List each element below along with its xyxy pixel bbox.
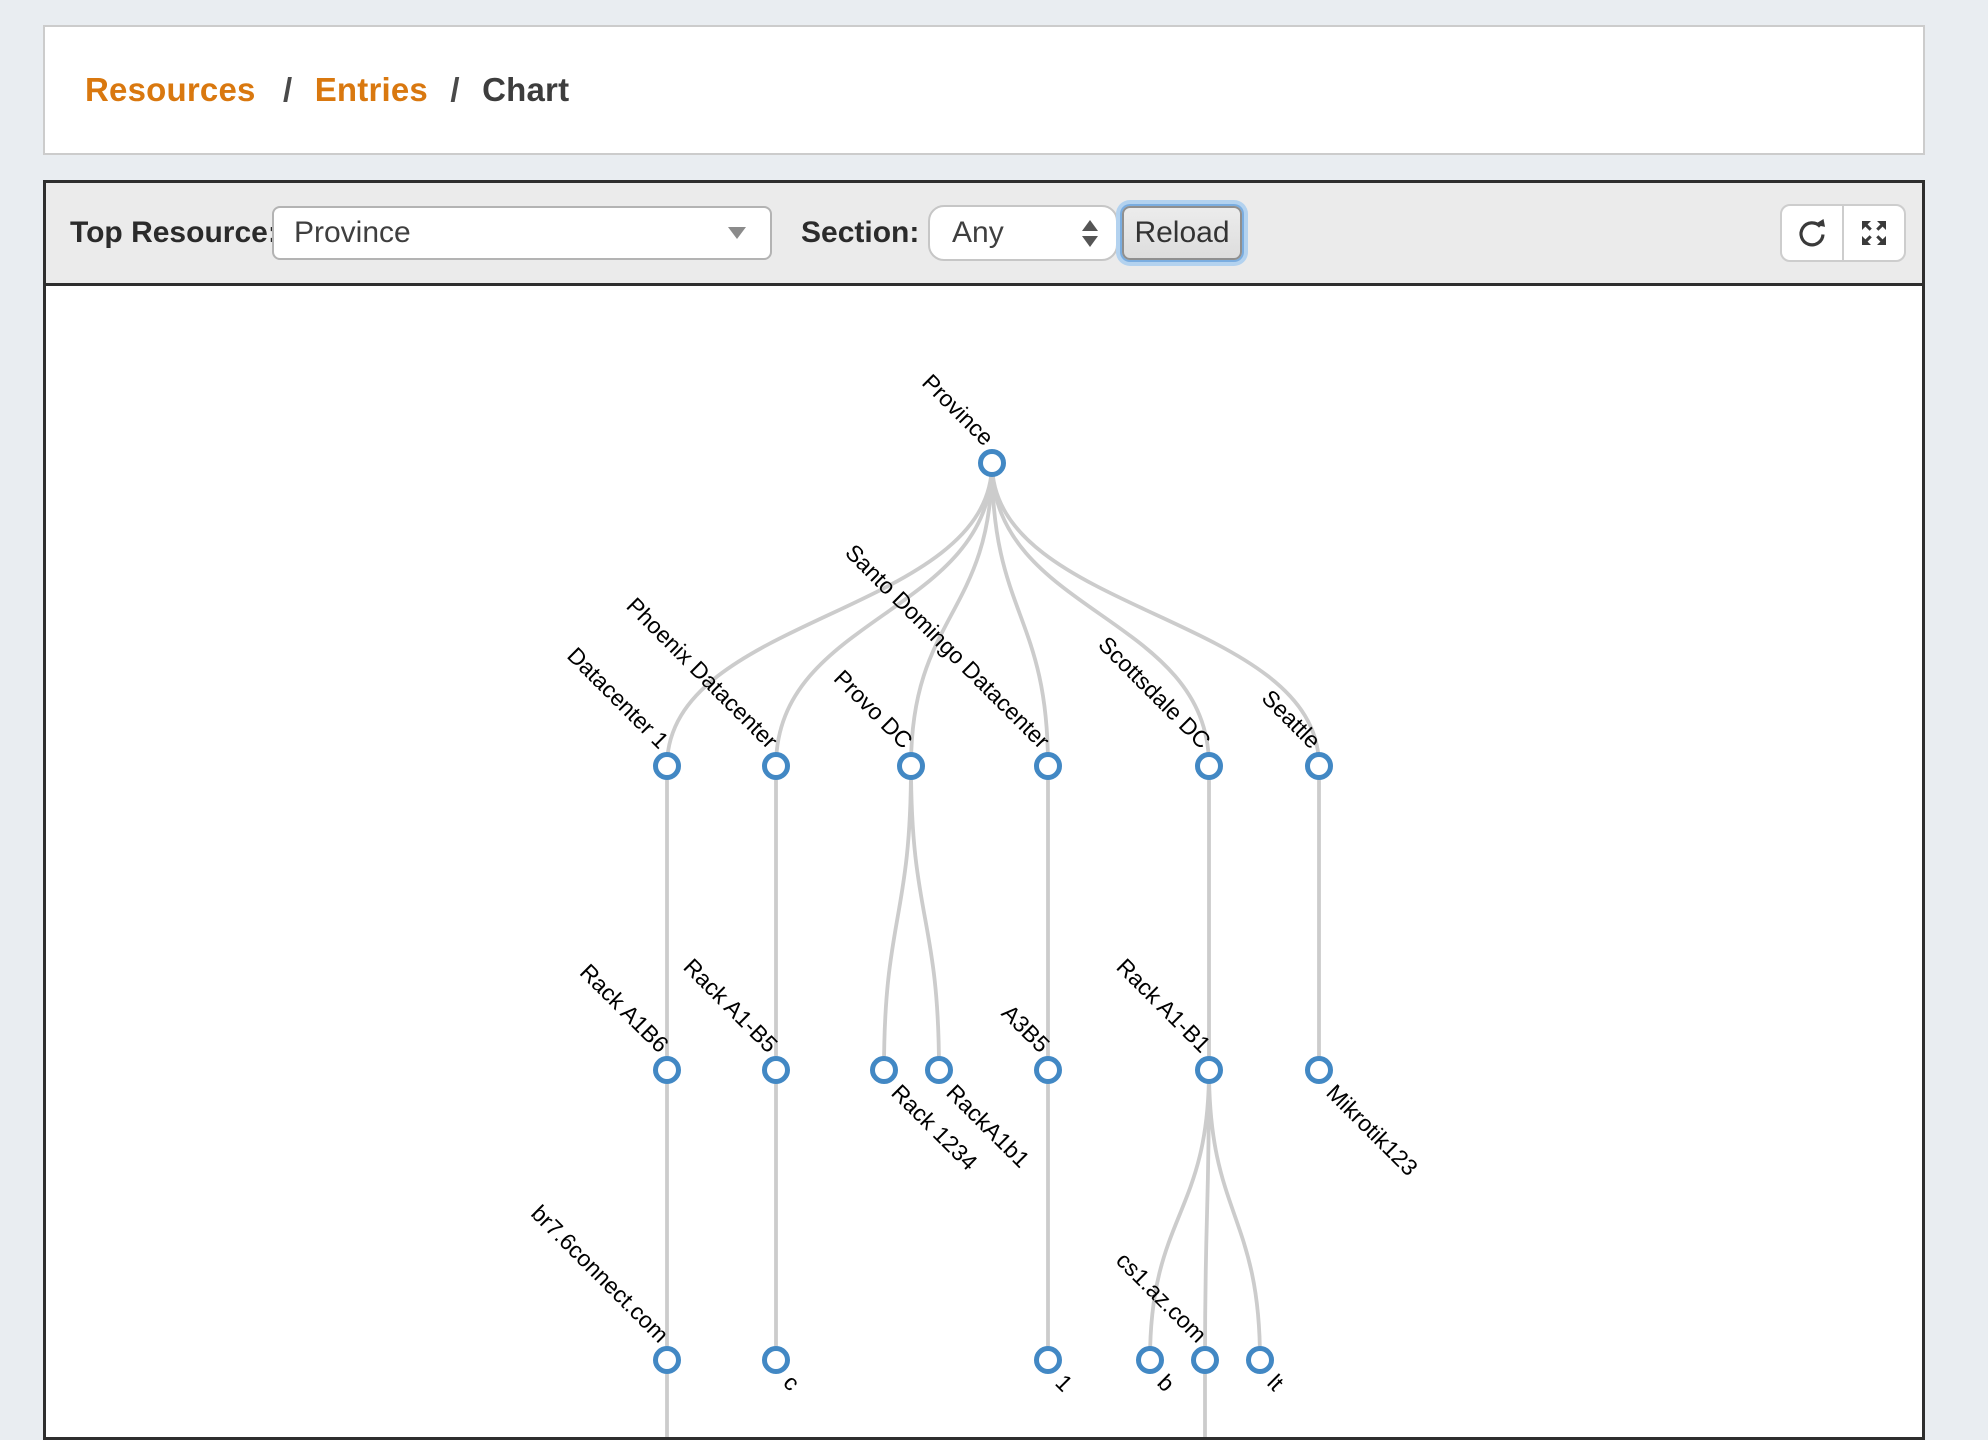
refresh-icon [1799,219,1826,247]
expand-icon [1862,221,1886,245]
section-label: Section: [801,216,920,249]
tree-link [1203,1069,1211,1361]
tree-node[interactable] [925,1056,953,1084]
tree-node[interactable] [897,752,925,780]
refresh-button[interactable] [1780,204,1844,262]
tree-node-label: Rack A1-B1 [1112,953,1216,1057]
breadcrumb-separator: / [282,71,293,108]
tree-link [909,765,941,1071]
tree-link [990,462,1211,767]
fullscreen-button[interactable] [1842,204,1906,262]
tree-node[interactable] [1034,1346,1062,1374]
stepper-icon [1082,219,1098,247]
breadcrumb-current-chart: Chart [482,71,570,108]
tree-link [990,462,1321,767]
tree-node[interactable] [1136,1346,1164,1374]
tree-node[interactable] [762,1056,790,1084]
tree-node-label: br7.6connect.com [526,1200,674,1348]
tree-node[interactable] [762,752,790,780]
chevron-down-icon [728,227,746,239]
breadcrumb-link-entries[interactable]: Entries [314,71,428,108]
top-resource-label: Top Resource: [70,216,278,249]
tree-node[interactable] [870,1056,898,1084]
chart-toolbar: Top Resource: Province Section: Any Relo… [46,183,1922,286]
tree-node-label-partial: lt [1262,1369,1289,1396]
tree-node[interactable] [1195,752,1223,780]
breadcrumb-card: Resources / Entries / Chart [43,25,1925,155]
breadcrumb-link-resources[interactable]: Resources [85,71,256,108]
tree-link [1148,1069,1211,1361]
breadcrumb: Resources / Entries / Chart [85,71,569,109]
tree-node-label: Scottsdale DC [1094,631,1216,753]
tree-node-label-partial: c [778,1369,805,1396]
chart-action-buttons [1780,204,1906,262]
tree-node[interactable] [1191,1346,1219,1374]
top-resource-select[interactable]: Province [272,206,772,260]
tree-node[interactable] [1034,1056,1062,1084]
tree-link [990,462,1050,767]
tree-node[interactable] [1246,1346,1274,1374]
tree-node-label-partial: b [1152,1369,1179,1396]
tree-node[interactable] [653,1346,681,1374]
breadcrumb-separator: / [450,71,460,108]
chart-panel: Top Resource: Province Section: Any Relo… [43,180,1925,1440]
tree-link [882,765,913,1071]
tree-node[interactable] [653,1056,681,1084]
tree-node[interactable] [653,752,681,780]
tree-node-label: Mikrotik123 [1321,1079,1423,1181]
tree-node-label: Province [917,369,999,451]
reload-button[interactable]: Reload [1122,206,1242,260]
tree-node[interactable] [1034,752,1062,780]
section-selected-value: Any [952,216,1004,249]
tree-node-label: Datacenter 1 [562,642,674,754]
tree-node-label: Rack A1-B5 [679,953,783,1057]
tree-node[interactable] [1305,752,1333,780]
tree-node[interactable] [1305,1056,1333,1084]
tree-node[interactable] [762,1346,790,1374]
tree-node-label: Rack A1B6 [575,959,674,1058]
tree-node[interactable] [978,449,1006,477]
tree-link [665,462,994,767]
tree-node[interactable] [1195,1056,1223,1084]
section-select[interactable]: Any [928,205,1118,261]
tree-node-label-partial: 1 [1050,1369,1077,1396]
tree-link [774,462,994,767]
tree-link [909,462,994,767]
page: { "breadcrumb": { "resources": "Resource… [43,25,1925,1440]
tree-node-label: Provo DC [829,665,918,754]
tree-link [1207,1069,1262,1361]
top-resource-selected-value: Province [294,216,411,249]
